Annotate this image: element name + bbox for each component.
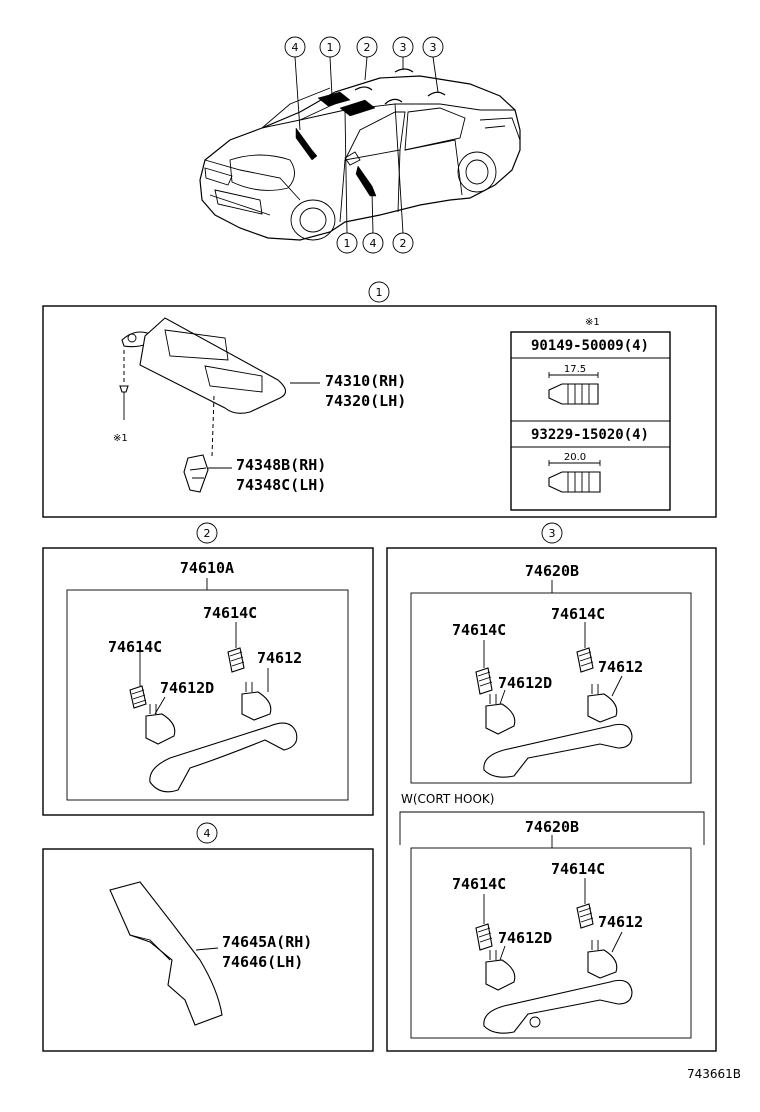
grip2-bracket-left: 74612D <box>160 679 214 697</box>
section-2-frame <box>42 547 374 816</box>
sun-visor <box>119 317 320 493</box>
callout-1-top: 1 <box>327 41 334 54</box>
callout-2-top: 2 <box>364 41 371 54</box>
screw1-length: 17.5 <box>564 364 586 375</box>
section-2-label: 2 <box>204 527 211 540</box>
section-2-inner-frame <box>66 589 349 801</box>
grip3-cap-left: 74614C <box>452 621 506 639</box>
callout-1-bottom: 1 <box>344 237 351 250</box>
grip3-bracket-left-2: 74612D <box>498 929 552 947</box>
visor-part-lh: 74320(LH) <box>325 392 406 410</box>
screw1-part: 90149-50009(4) <box>531 338 649 354</box>
section-3-frame <box>386 547 717 1052</box>
screw2-length: 20.0 <box>564 452 586 463</box>
screw-table-mark: ※1 <box>585 317 600 328</box>
screw2-part: 93229-15020(4) <box>531 427 649 443</box>
grip3-cap-right-2: 74614C <box>551 860 605 878</box>
visor-part-rh: 74310(RH) <box>325 372 406 390</box>
section-3-inner-frame-a <box>410 592 692 784</box>
section-1-marker <box>368 281 390 303</box>
grip3-cap-right: 74614C <box>551 605 605 623</box>
callout-3-top-b: 3 <box>430 41 437 54</box>
callout-2-bottom: 2 <box>400 237 407 250</box>
grip3-bracket-right: 74612 <box>598 658 643 676</box>
grip3-assembly: 74620B <box>525 562 579 580</box>
section-4-frame <box>42 848 374 1052</box>
pillar-part-rh: 74645A(RH) <box>222 933 312 951</box>
car-callouts <box>284 36 444 254</box>
callout-4-bottom: 4 <box>370 237 377 250</box>
grip2-parts <box>129 622 298 793</box>
section-2-marker <box>196 522 218 544</box>
grip2-cap-right: 74614C <box>203 604 257 622</box>
visor-holder-rh: 74348B(RH) <box>236 456 326 474</box>
grip2-assembly: 74610A <box>180 559 234 577</box>
section-4-label: 4 <box>204 827 211 840</box>
variant-bracket <box>399 811 705 845</box>
grip3-bracket-left: 74612D <box>498 674 552 692</box>
grip3-bracket-right-2: 74612 <box>598 913 643 931</box>
visor-screw-note: ※1 <box>113 433 128 444</box>
section-1-frame <box>42 305 717 518</box>
grip2-bracket-right: 74612 <box>257 649 302 667</box>
callout-3-top-a: 3 <box>400 41 407 54</box>
grip3-parts-a <box>475 622 633 778</box>
section-1-label: 1 <box>376 286 383 299</box>
section-4-marker <box>196 822 218 844</box>
callout-4-top: 4 <box>292 41 299 54</box>
grip3-variant-label: W(CORT HOOK) <box>401 792 494 806</box>
section-3-marker <box>541 522 563 544</box>
car-illustration <box>199 68 521 241</box>
grip2-cap-left: 74614C <box>108 638 162 656</box>
visor-holder-lh: 74348C(LH) <box>236 476 326 494</box>
grip3-assembly-2: 74620B <box>525 818 579 836</box>
pillar-part-lh: 74646(LH) <box>222 953 303 971</box>
section-3-label: 3 <box>549 527 556 540</box>
pillar-garnish <box>109 881 223 1026</box>
screw-table <box>510 331 671 511</box>
section-3-inner-frame-b <box>410 847 692 1039</box>
grip3-parts-b <box>475 878 633 1034</box>
grip3-cap-left-2: 74614C <box>452 875 506 893</box>
figure-id: 743661B <box>687 1067 741 1081</box>
